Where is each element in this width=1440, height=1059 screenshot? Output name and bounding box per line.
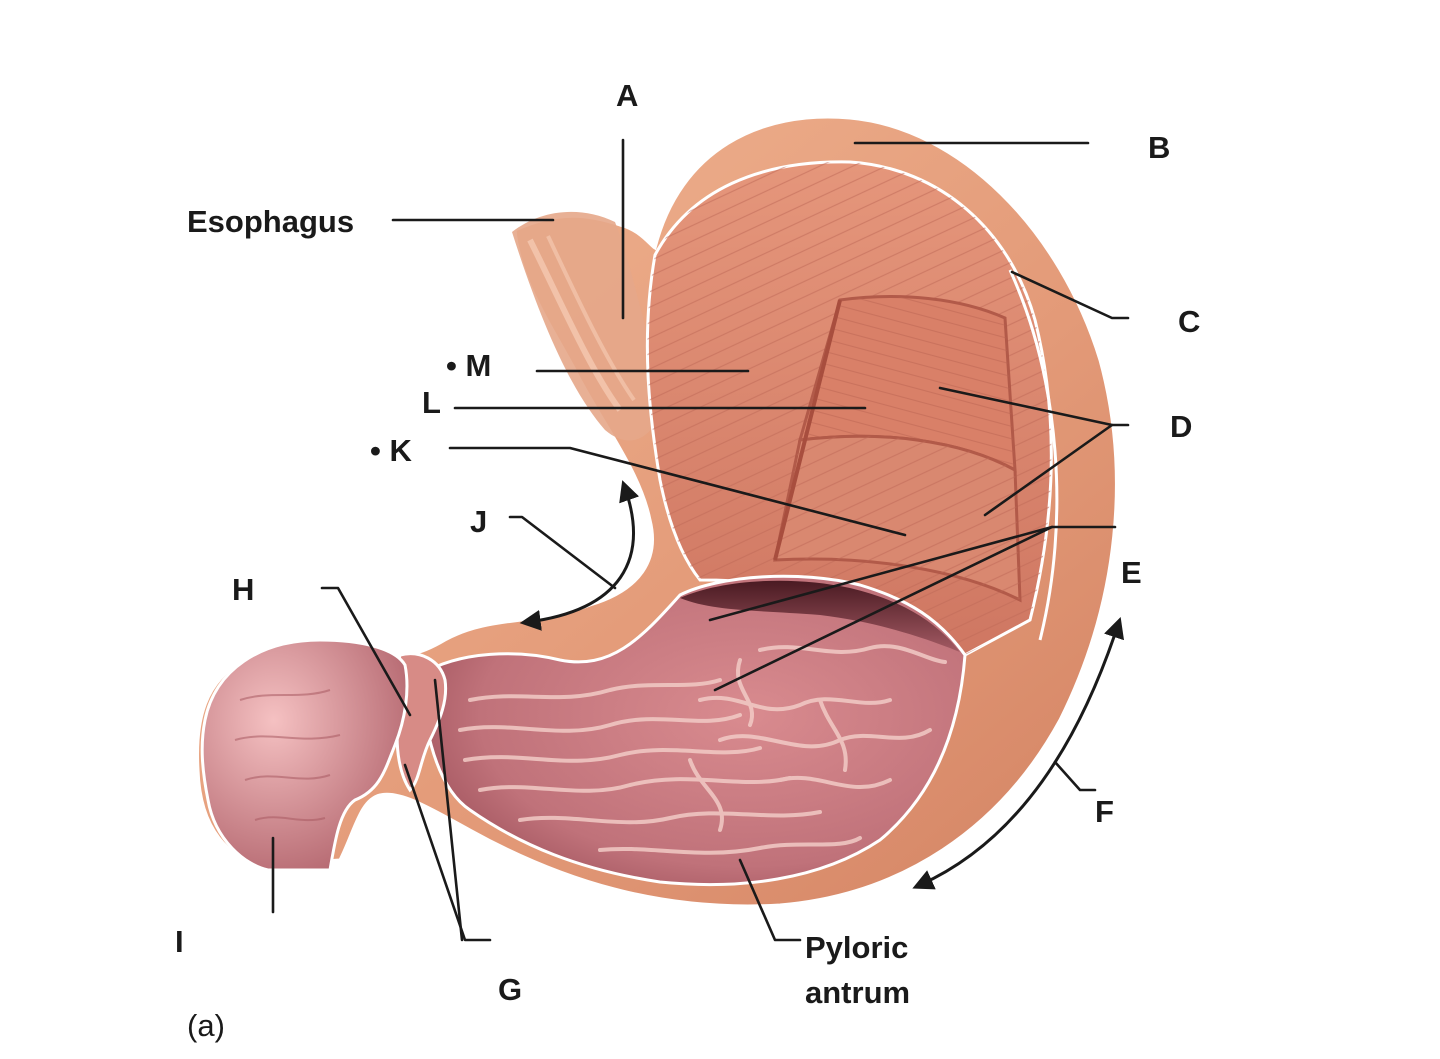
label-pyloric-line2: antrum — [805, 975, 910, 1010]
leader-G1 — [403, 763, 492, 942]
panel-label: (a) — [187, 1008, 225, 1043]
label-I: I — [175, 924, 184, 959]
leader-pyloric — [738, 858, 802, 942]
leader-K — [448, 446, 907, 537]
label-H: H — [232, 572, 254, 607]
label-G: G — [498, 972, 522, 1007]
leader-C — [1010, 270, 1130, 320]
label-E: E — [1121, 555, 1142, 590]
leader-D2 — [983, 423, 1130, 517]
leader-H — [320, 586, 412, 717]
label-M: • M — [446, 348, 491, 383]
label-B: B — [1148, 130, 1170, 165]
label-F: F — [1095, 794, 1114, 829]
label-C: C — [1178, 304, 1200, 339]
leader-J — [508, 515, 617, 590]
label-pyloric-line1: Pyloric — [805, 930, 908, 965]
greater-curvature-arrow — [912, 617, 1125, 890]
lesser-curvature-arrow — [519, 480, 640, 631]
duodenum — [200, 638, 409, 872]
leader-G2 — [433, 678, 464, 942]
label-esophagus: Esophagus — [187, 204, 354, 239]
leader-E2 — [713, 525, 1054, 692]
label-A: A — [616, 78, 638, 113]
leader-lines — [271, 138, 1130, 942]
leader-D1 — [938, 386, 1114, 427]
label-D: D — [1170, 409, 1192, 444]
label-L: L — [422, 385, 441, 420]
leader-F — [1053, 760, 1097, 792]
label-K: • K — [370, 433, 412, 468]
label-J: J — [470, 504, 487, 539]
